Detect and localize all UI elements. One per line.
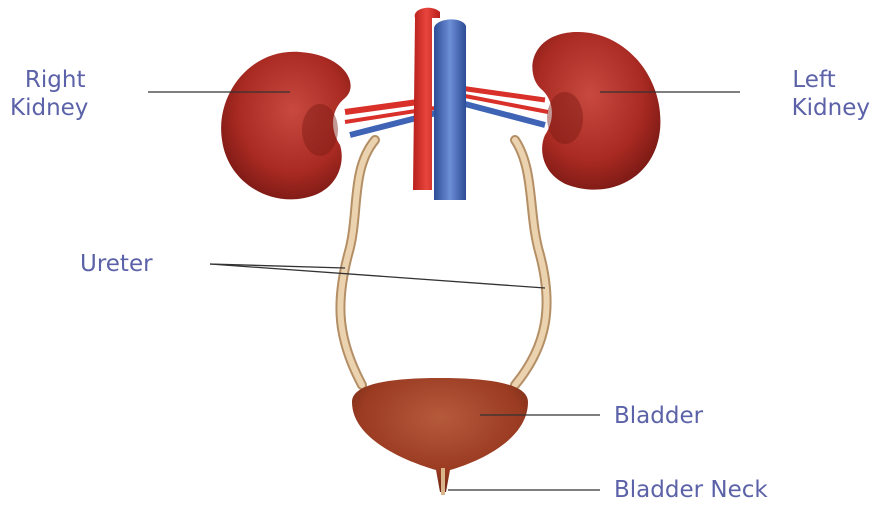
left-kidney-label-line1: Left: [758, 66, 870, 94]
vena-cava-icon: [434, 19, 466, 200]
bladder-icon: [352, 378, 528, 495]
right-kidney-label-line2: Kidney: [10, 94, 88, 122]
left-kidney-label-line2: Kidney: [758, 94, 870, 122]
bladder-label: Bladder: [614, 402, 703, 430]
right-kidney-label-line1: Right: [22, 66, 88, 94]
ureter-label: Ureter: [80, 250, 153, 278]
right-kidney-icon: [221, 52, 351, 200]
left-kidney-label: Left Kidney: [758, 66, 870, 122]
left-kidney-icon: [532, 32, 660, 190]
ureter-leader-right: [210, 264, 545, 288]
right-kidney-label: Right Kidney: [22, 66, 88, 122]
bladder-neck-label: Bladder Neck: [614, 476, 768, 504]
